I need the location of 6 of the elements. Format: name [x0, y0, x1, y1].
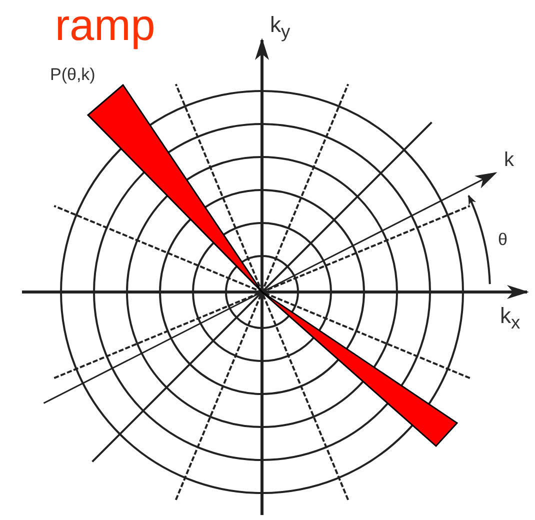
projection-label: P(θ,k): [50, 66, 96, 83]
axis-label: k$_{y}$: [270, 14, 290, 41]
axis-label: k: [504, 150, 514, 170]
angle-label: θ: [498, 231, 508, 248]
title: ramp: [55, 4, 156, 48]
axis-label: k$_{x}$: [500, 305, 520, 332]
